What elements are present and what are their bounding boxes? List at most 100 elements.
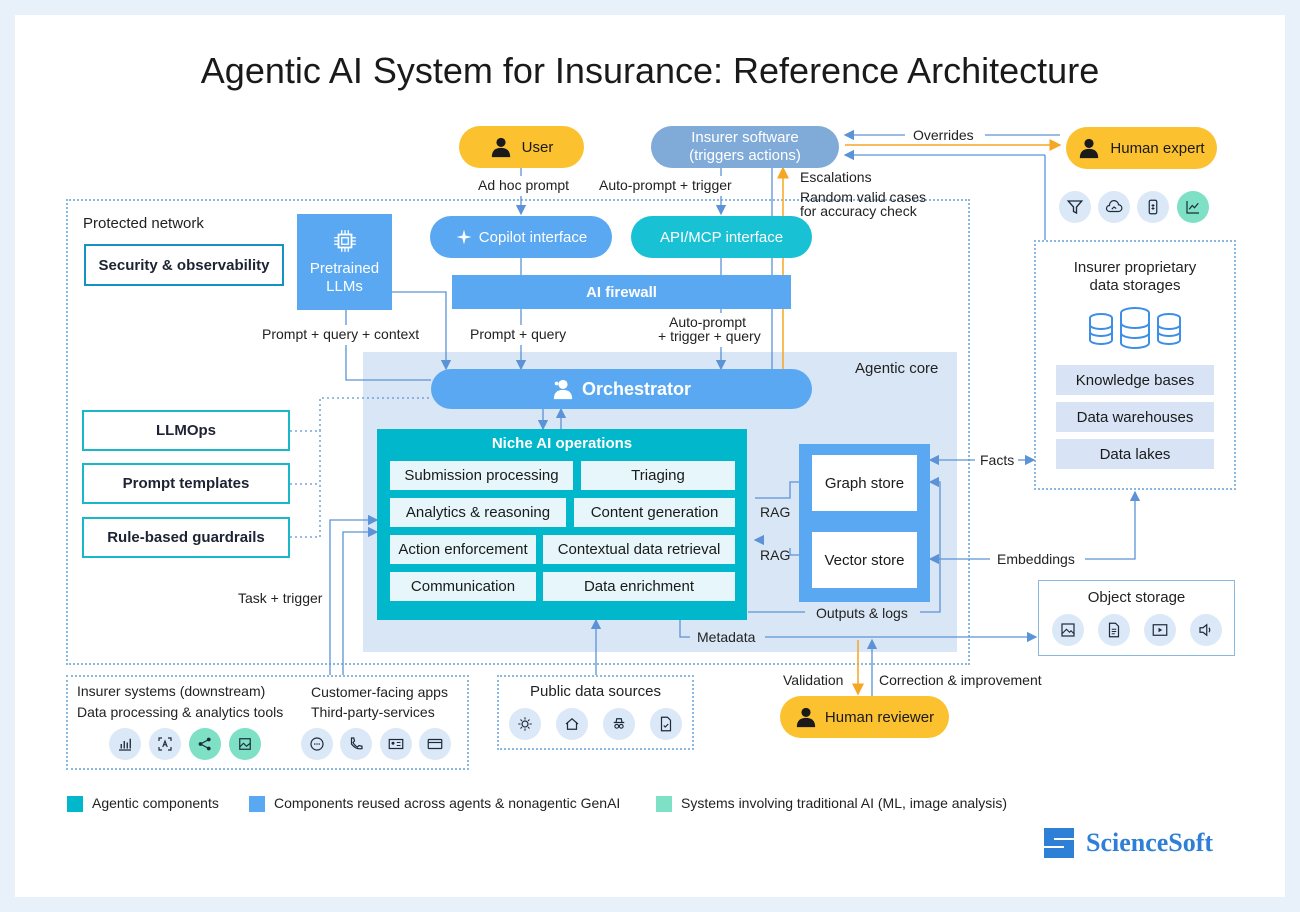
human-expert-actor: Human expert [1066, 127, 1217, 169]
person-icon [1080, 138, 1099, 159]
security-observability: Security & observability [84, 244, 284, 286]
copilot-label: Copilot interface [478, 228, 588, 246]
audio-icon [1190, 614, 1222, 646]
prompt-query-context-label: Prompt + query + context [262, 326, 420, 342]
legend-reused: Components reused across agents & nonage… [274, 795, 621, 811]
chart-gear-icon [1177, 191, 1209, 223]
house-icon [556, 708, 588, 740]
chat-icon [301, 728, 333, 760]
sparkle-icon [456, 229, 472, 245]
pretrained-llms-line2: LLMs [326, 278, 363, 295]
orchestrator: Orchestrator [431, 369, 812, 409]
logo-mark-icon [1044, 828, 1074, 858]
vector-store: Vector store [812, 532, 917, 588]
manager-icon [553, 379, 573, 400]
llmops: LLMOps [82, 410, 290, 451]
network-icon [189, 728, 221, 760]
niche-ai-title: Niche AI operations [491, 435, 633, 452]
weather-icon [509, 708, 541, 740]
data-lakes: Data lakes [1056, 439, 1214, 469]
ai-firewall: AI firewall [452, 275, 791, 309]
correction-label: Correction & improvement [879, 672, 1042, 688]
image-icon [1052, 614, 1084, 646]
downstream-line4: Third-party-services [311, 704, 435, 720]
document-check-icon [650, 708, 682, 740]
downstream-region [66, 675, 469, 770]
auto-prompt-trigger-label: Auto-prompt + trigger [599, 177, 732, 193]
legend-swatch-agentic [67, 796, 83, 812]
outputs-logs-label: Outputs & logs [816, 605, 908, 621]
content-generation: Content generation [574, 498, 735, 527]
legend-swatch-reused [249, 796, 265, 812]
validation-label: Validation [783, 672, 844, 688]
phone-dollar-icon [1137, 191, 1169, 223]
object-storage-title: Object storage [1087, 589, 1186, 606]
knowledge-bases: Knowledge bases [1056, 365, 1214, 395]
pretrained-llms-line1: Pretrained [309, 260, 380, 277]
prompt-templates: Prompt templates [82, 463, 290, 504]
copilot-interface: Copilot interface [430, 216, 612, 258]
logo-text: ScienceSoft [1086, 828, 1214, 857]
metadata-label: Metadata [697, 629, 756, 645]
graph-store: Graph store [812, 455, 917, 511]
rule-based-guardrails: Rule-based guardrails [82, 517, 290, 558]
proprietary-title-line1: Insurer proprietary [1073, 259, 1197, 276]
video-icon [1144, 614, 1176, 646]
database-icon [1089, 307, 1181, 349]
communication: Communication [390, 572, 536, 601]
filter-icon [1059, 191, 1091, 223]
user-actor: User [459, 126, 584, 168]
person-icon [796, 707, 816, 728]
contextual-data-retrieval: Contextual data retrieval [543, 535, 735, 564]
sciencesoft-logo: ScienceSoft [1040, 823, 1250, 863]
facts-label: Facts [980, 452, 1015, 468]
public-data-region [497, 675, 694, 750]
document-icon [1098, 614, 1130, 646]
legend-agentic: Agentic components [92, 795, 219, 811]
protected-network-label: Protected network [83, 215, 204, 232]
random-valid-line2: for accuracy check [800, 203, 917, 219]
phone-icon [340, 728, 372, 760]
human-reviewer-label: Human reviewer [824, 708, 935, 726]
api-mcp-interface: API/MCP interface [631, 216, 812, 258]
cloud-chart-icon [1098, 191, 1130, 223]
legend-traditional: Systems involving traditional AI (ML, im… [681, 795, 1008, 811]
data-enrichment: Data enrichment [543, 572, 735, 601]
overrides-label: Overrides [913, 127, 974, 143]
prompt-query-label: Prompt + query [470, 326, 567, 342]
rag-label-2: RAG [760, 547, 791, 563]
chip-icon [333, 230, 356, 252]
pretrained-llms: Pretrained LLMs [297, 214, 392, 310]
proprietary-storage-region [1034, 240, 1236, 490]
ad-hoc-prompt-label: Ad hoc prompt [478, 177, 570, 193]
spy-icon [603, 708, 635, 740]
user-label: User [521, 138, 554, 156]
human-reviewer-actor: Human reviewer [780, 696, 949, 738]
data-warehouses: Data warehouses [1056, 402, 1214, 432]
insurer-software-line2: (triggers actions) [689, 147, 801, 164]
legend-swatch-traditional [656, 796, 672, 812]
downstream-line3: Customer-facing apps [311, 684, 448, 700]
escalations-label: Escalations [800, 169, 872, 185]
protected-network-region [66, 199, 970, 665]
card-icon [419, 728, 451, 760]
task-trigger-label: Task + trigger [238, 590, 323, 606]
image-analysis-icon [229, 728, 261, 760]
agentic-core-label: Agentic core [855, 360, 939, 377]
submission-processing: Submission processing [390, 461, 573, 490]
public-data-title: Public data sources [530, 683, 661, 700]
random-valid-line1: Random valid cases [800, 189, 927, 205]
analytics-reasoning: Analytics & reasoning [390, 498, 566, 527]
ocr-icon [149, 728, 181, 760]
auto-prompt-query-line1: Auto-prompt [669, 314, 747, 330]
downstream-line1: Insurer systems (downstream) [77, 683, 266, 699]
auto-prompt-query-line2: + trigger + query [658, 328, 761, 344]
id-card-icon [380, 728, 412, 760]
page-title: Agentic AI System for Insurance: Referen… [200, 50, 1100, 91]
rag-label-1: RAG [760, 504, 791, 520]
action-enforcement: Action enforcement [390, 535, 536, 564]
downstream-line2: Data processing & analytics tools [77, 704, 284, 720]
triaging: Triaging [581, 461, 735, 490]
person-icon [491, 137, 510, 158]
